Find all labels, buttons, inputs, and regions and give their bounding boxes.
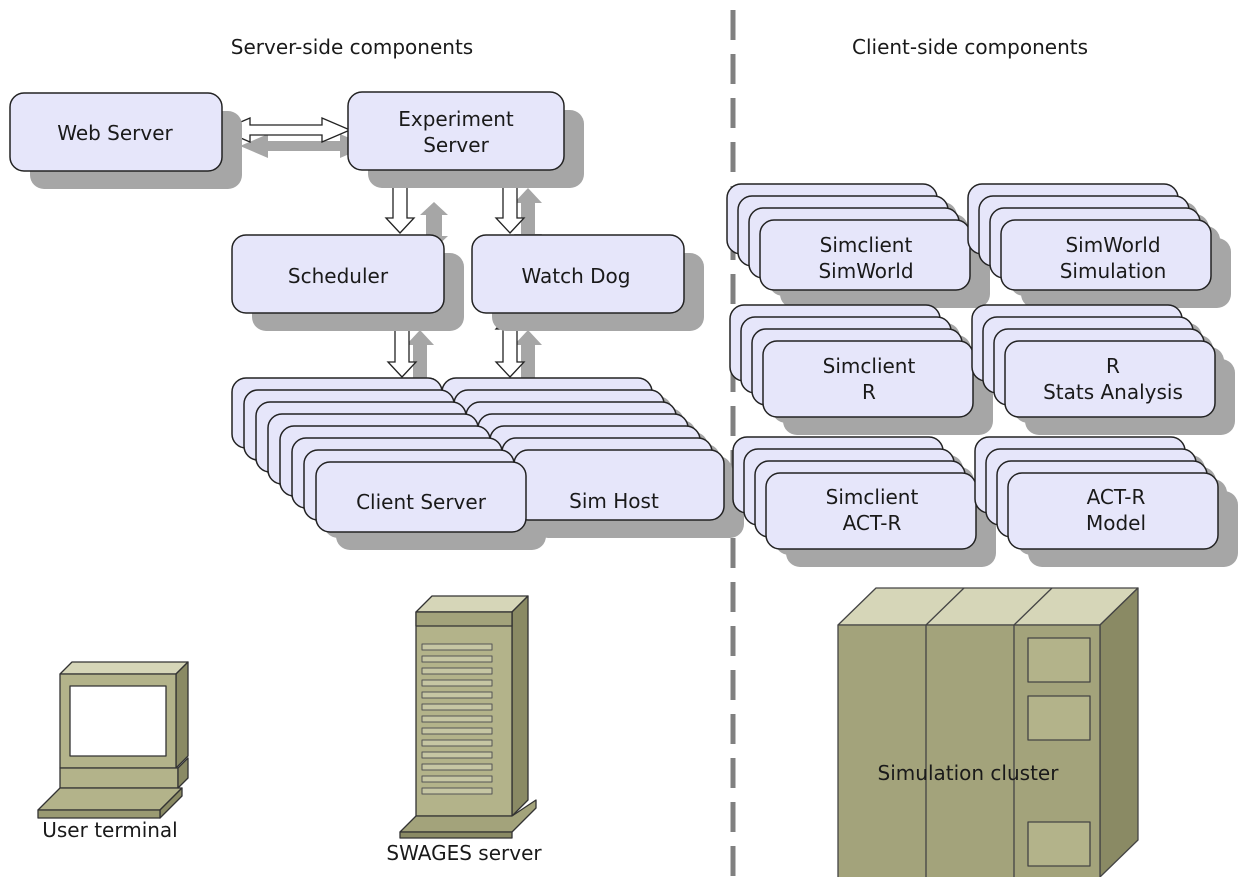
server-slot bbox=[421, 775, 493, 783]
user-terminal-label: User terminal bbox=[42, 818, 178, 842]
client-side-heading: Client-side components bbox=[852, 35, 1088, 59]
cluster-panel-middle bbox=[1027, 695, 1091, 741]
experiment-server-label-line2: Server bbox=[423, 133, 489, 157]
scheduler-box bbox=[231, 234, 445, 314]
server-slot bbox=[421, 691, 493, 699]
actr-model-label-line2: Model bbox=[1086, 511, 1146, 535]
r-stats-label-line2: Stats Analysis bbox=[1043, 380, 1183, 404]
simclient-simworld-label-line1: Simclient bbox=[820, 233, 913, 257]
r-stats-label-line1: R bbox=[1106, 354, 1120, 378]
simclient-r-label-line1: Simclient bbox=[823, 354, 916, 378]
server-slot bbox=[421, 727, 493, 735]
simclient-simworld-label-line2: SimWorld bbox=[818, 259, 913, 283]
user-terminal-icon bbox=[37, 661, 189, 819]
cluster-panel-top bbox=[1027, 637, 1091, 683]
actr-model-box bbox=[1007, 472, 1219, 550]
arrow-web-experiment bbox=[220, 117, 368, 158]
swages-server-label: SWAGES server bbox=[386, 841, 542, 865]
client-server-label: Client Server bbox=[356, 490, 487, 514]
server-slot bbox=[421, 667, 493, 675]
r-stats-box bbox=[1004, 340, 1216, 418]
simworld-simulation-label-line2: Simulation bbox=[1060, 259, 1167, 283]
server-slots bbox=[421, 643, 493, 795]
experiment-server-box bbox=[347, 91, 565, 171]
simclient-r-box bbox=[762, 340, 974, 418]
sim-host-label: Sim Host bbox=[569, 489, 659, 513]
simclient-actr-label-line2: ACT-R bbox=[843, 511, 902, 535]
simclient-actr-box bbox=[765, 472, 977, 550]
server-slot bbox=[421, 703, 493, 711]
simulation-cluster-label: Simulation cluster bbox=[878, 761, 1060, 785]
server-side-heading: Server-side components bbox=[231, 35, 473, 59]
simulation-cluster-icon bbox=[837, 587, 1139, 877]
web-server-label: Web Server bbox=[57, 121, 173, 145]
watch-dog-box bbox=[471, 234, 685, 314]
simworld-simulation-box bbox=[1000, 219, 1212, 291]
simclient-r-label-line2: R bbox=[862, 380, 876, 404]
scheduler-label: Scheduler bbox=[288, 264, 389, 288]
web-server-box bbox=[9, 92, 223, 172]
box-labels: Web Server Experiment Server Scheduler W… bbox=[57, 107, 1183, 535]
watch-dog-label: Watch Dog bbox=[522, 264, 631, 288]
actr-model-label-line1: ACT-R bbox=[1087, 485, 1146, 509]
server-slot bbox=[421, 763, 493, 771]
simclient-actr-label-line1: Simclient bbox=[826, 485, 919, 509]
simclient-simworld-box bbox=[759, 219, 971, 291]
client-server-box bbox=[315, 461, 527, 533]
swages-server-icon bbox=[399, 595, 537, 839]
experiment-server-label-line1: Experiment bbox=[398, 107, 514, 131]
server-slot bbox=[421, 739, 493, 747]
server-slot bbox=[421, 679, 493, 687]
cluster-panel-bottom bbox=[1027, 821, 1091, 867]
server-slot bbox=[421, 643, 493, 651]
component-boxes bbox=[9, 91, 1238, 567]
server-slot bbox=[421, 787, 493, 795]
server-slot bbox=[421, 715, 493, 723]
simworld-simulation-label-line1: SimWorld bbox=[1065, 233, 1160, 257]
server-slot bbox=[421, 751, 493, 759]
server-slot bbox=[421, 655, 493, 663]
